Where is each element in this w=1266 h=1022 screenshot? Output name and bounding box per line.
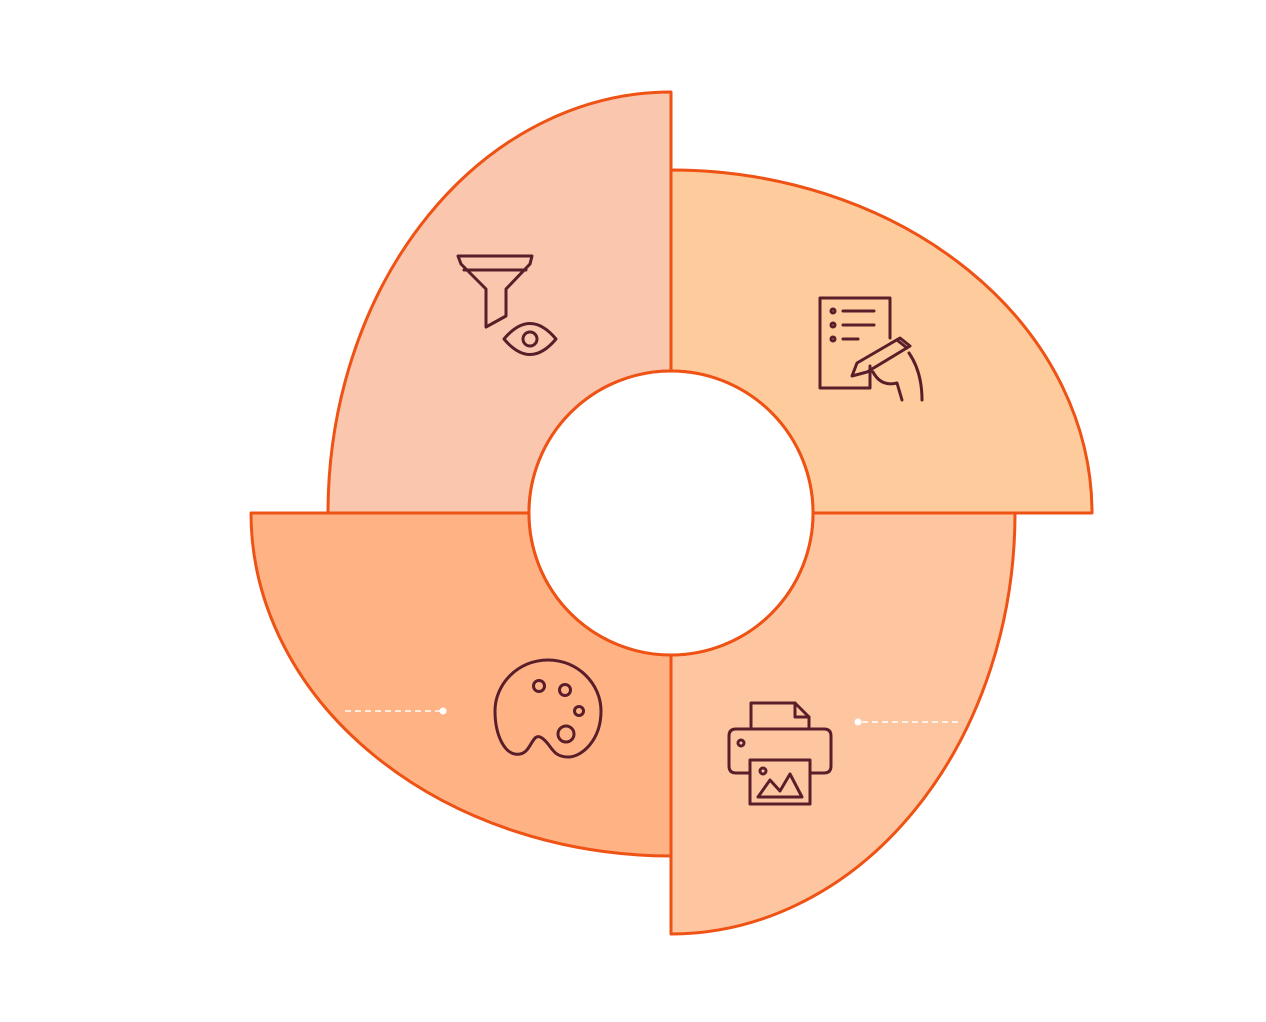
- connector-left: [345, 707, 447, 715]
- funnel-eye-icon: [456, 254, 558, 356]
- paint-palette-icon: [493, 658, 603, 759]
- connector-right: [854, 718, 962, 726]
- printer-image-icon: [727, 701, 833, 806]
- checklist-writing-hand-icon: [818, 296, 924, 402]
- center-circle: [527, 369, 815, 657]
